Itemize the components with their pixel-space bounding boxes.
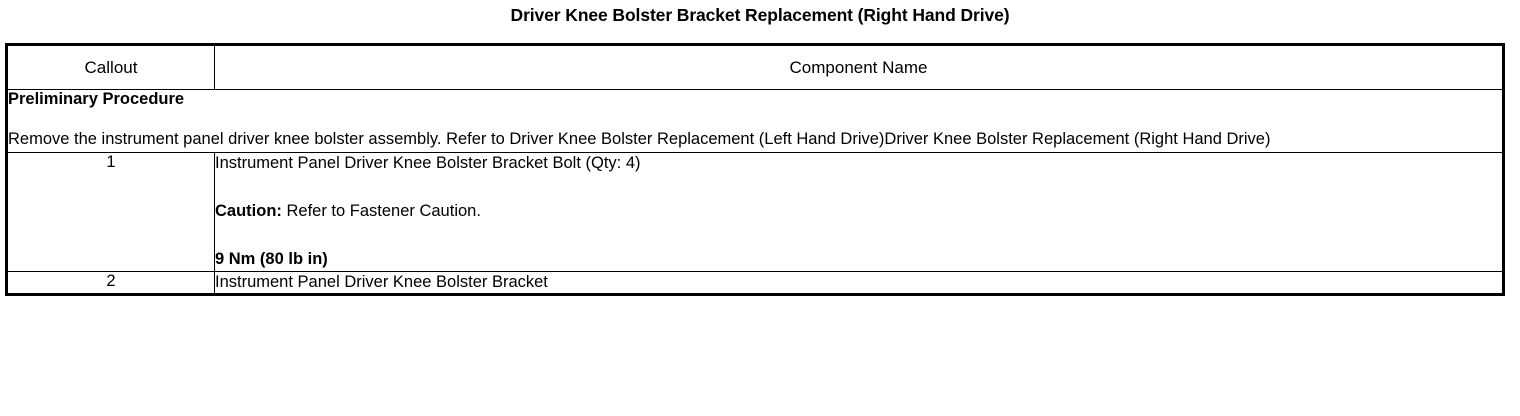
caution-text: Refer to Fastener Caution.: [281, 201, 481, 220]
table-header: Callout Component Name: [6, 44, 1504, 90]
spec-table-container: Callout Component Name Preliminary Proce…: [5, 43, 1505, 297]
column-header-callout: Callout: [6, 44, 215, 90]
component-cell: Instrument Panel Driver Knee Bolster Bra…: [214, 151, 1504, 272]
preliminary-procedure-row: Preliminary Procedure Remove the instrum…: [6, 89, 1504, 153]
page-title: Driver Knee Bolster Bracket Replacement …: [510, 5, 1010, 25]
caution-note: Caution: Refer to Fastener Caution.: [215, 201, 1502, 222]
component-name-text: Instrument Panel Driver Knee Bolster Bra…: [215, 153, 641, 172]
column-header-component-name: Component Name: [214, 44, 1504, 90]
preliminary-procedure-cell: Preliminary Procedure Remove the instrum…: [6, 89, 1504, 153]
table-header-row: Callout Component Name: [6, 44, 1504, 90]
preliminary-procedure-heading: Preliminary Procedure: [8, 90, 185, 108]
callout-number: 1: [6, 151, 215, 272]
component-spec-table: Callout Component Name Preliminary Proce…: [5, 43, 1505, 297]
caution-label: Caution:: [215, 201, 282, 220]
callout-number: 2: [6, 270, 215, 296]
table-body: Preliminary Procedure Remove the instrum…: [6, 89, 1504, 296]
table-row: 1 Instrument Panel Driver Knee Bolster B…: [6, 151, 1504, 272]
component-name-text: Instrument Panel Driver Knee Bolster Bra…: [214, 270, 1504, 296]
preliminary-procedure-text: Remove the instrument panel driver knee …: [8, 129, 1271, 148]
torque-specification: 9 Nm (80 lb in): [215, 250, 328, 269]
table-row: 2 Instrument Panel Driver Knee Bolster B…: [6, 270, 1504, 296]
